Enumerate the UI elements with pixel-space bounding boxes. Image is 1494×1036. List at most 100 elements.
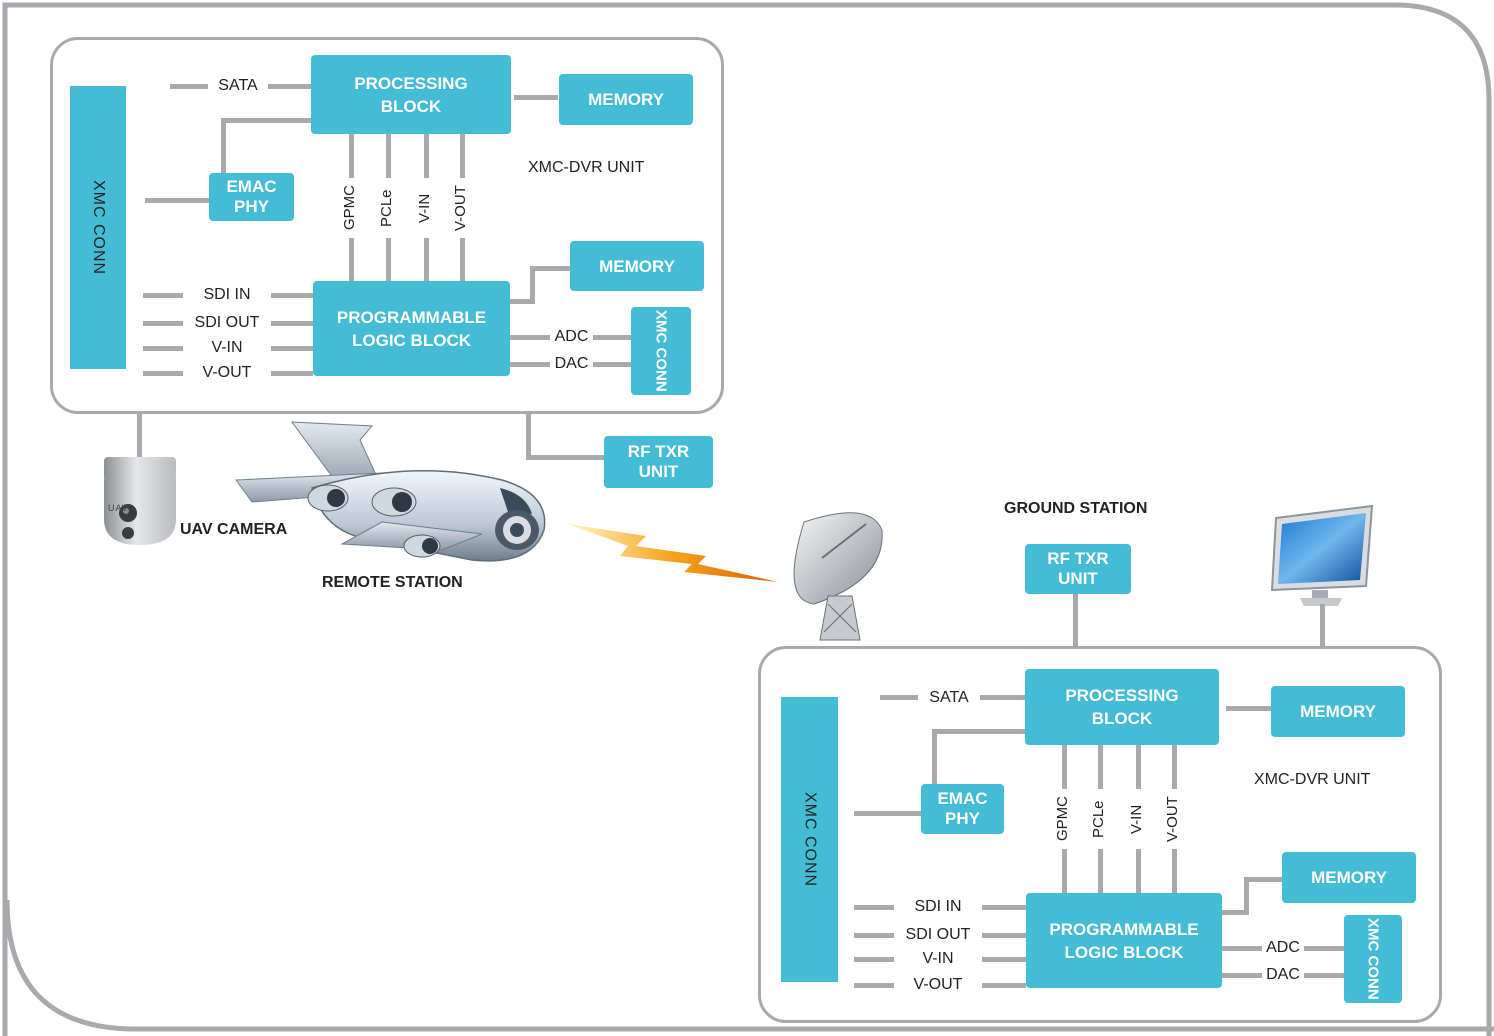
rf-txr-block: RF TXR UNIT — [604, 436, 713, 488]
rf-link — [1073, 594, 1078, 648]
line — [386, 238, 391, 282]
sdi-out-label: SDI OUT — [194, 314, 260, 331]
line — [980, 695, 1026, 700]
vout-bus-label: V-OUT — [1164, 796, 1181, 842]
v-out-label: V-OUT — [913, 976, 963, 993]
unit-name-label: XMC-DVR UNIT — [1254, 771, 1371, 788]
line — [424, 238, 429, 282]
adc-label: ADC — [554, 328, 589, 345]
ground-station-label: GROUND STATION — [1004, 500, 1148, 517]
camera-label: UAV CAMERA — [180, 521, 288, 538]
emac-phy-block: EMAC PHY — [209, 173, 294, 221]
line — [349, 134, 354, 178]
line — [514, 95, 558, 100]
programmable-logic-block: PROGRAMMABLE LOGIC BLOCK — [313, 281, 510, 376]
satellite-dish-icon — [793, 512, 883, 641]
line — [510, 299, 534, 304]
line — [982, 957, 1026, 962]
v-in-label: V-IN — [922, 950, 954, 967]
adc-label: ADC — [1266, 939, 1300, 956]
xmc-conn-small-label: XMC CONN — [652, 310, 670, 392]
rf-txr-block: RF TXR UNIT — [1025, 544, 1131, 594]
v-out-label: V-OUT — [202, 364, 252, 381]
line — [854, 811, 922, 816]
line — [593, 335, 631, 340]
memory-block: MEMORY — [1271, 686, 1405, 737]
line — [386, 134, 391, 178]
line — [530, 266, 570, 271]
line — [460, 134, 465, 178]
xmc-conn-bar: XMC CONN — [781, 697, 838, 982]
line — [510, 335, 550, 340]
programmable-logic-block: PROGRAMMABLE LOGIC BLOCK — [1026, 893, 1222, 988]
uav-camera-icon — [104, 457, 176, 545]
line — [854, 957, 894, 962]
line — [1304, 973, 1344, 978]
xmc-conn-bar: XMC CONN — [70, 86, 126, 369]
line — [1222, 973, 1262, 978]
line — [1222, 946, 1262, 951]
line — [424, 134, 429, 178]
line — [932, 729, 937, 785]
sdi-in-label: SDI IN — [203, 286, 251, 303]
line — [143, 371, 183, 376]
line — [510, 362, 550, 367]
line — [1062, 745, 1067, 789]
monitor-link — [1320, 604, 1325, 648]
line — [593, 362, 631, 367]
vin-bus-label: V-IN — [1128, 804, 1145, 834]
xmc-conn-small-label: XMC CONN — [1364, 918, 1382, 1000]
line — [982, 905, 1026, 910]
line — [1172, 849, 1177, 893]
camera-link — [137, 412, 142, 462]
xmc-conn-label: XMC CONN — [801, 791, 819, 888]
line — [143, 346, 183, 351]
line — [982, 933, 1026, 938]
line — [932, 729, 1026, 734]
memory-block: MEMORY — [1282, 852, 1416, 903]
line — [1244, 877, 1282, 882]
line — [221, 118, 313, 123]
line — [530, 266, 535, 304]
line — [1136, 745, 1141, 789]
rf-link — [526, 412, 531, 457]
camera-brand-text: UAV — [108, 503, 129, 513]
line — [268, 84, 313, 89]
line — [143, 293, 183, 298]
line — [1098, 745, 1103, 789]
line — [349, 238, 354, 282]
unit-name-label: XMC-DVR UNIT — [528, 159, 645, 176]
pcle-label: PCLe — [378, 189, 395, 227]
line — [170, 84, 208, 89]
line — [1062, 849, 1067, 893]
line — [1226, 706, 1272, 711]
emac-phy-block: EMAC PHY — [921, 784, 1004, 834]
dac-label: DAC — [1266, 966, 1300, 983]
sata-label: SATA — [929, 689, 969, 706]
line — [1172, 745, 1177, 789]
xmc-conn-label: XMC CONN — [90, 179, 107, 276]
airplane-icon — [235, 421, 546, 562]
line — [1136, 849, 1141, 893]
line — [221, 118, 226, 174]
line — [271, 321, 313, 326]
line — [271, 293, 313, 298]
monitor-icon — [1270, 504, 1374, 606]
processing-block: PROCESSING BLOCK — [311, 55, 511, 134]
wireless-link-icon — [568, 524, 778, 582]
line — [854, 933, 894, 938]
line — [271, 371, 313, 376]
vin-bus-label: V-IN — [416, 193, 433, 223]
sdi-out-label: SDI OUT — [905, 926, 971, 943]
line — [1304, 946, 1344, 951]
line — [145, 198, 209, 203]
line — [143, 321, 183, 326]
line — [982, 983, 1026, 988]
vout-bus-label: V-OUT — [452, 185, 469, 231]
rf-link — [526, 455, 606, 460]
sata-label: SATA — [218, 77, 258, 94]
line — [1098, 849, 1103, 893]
